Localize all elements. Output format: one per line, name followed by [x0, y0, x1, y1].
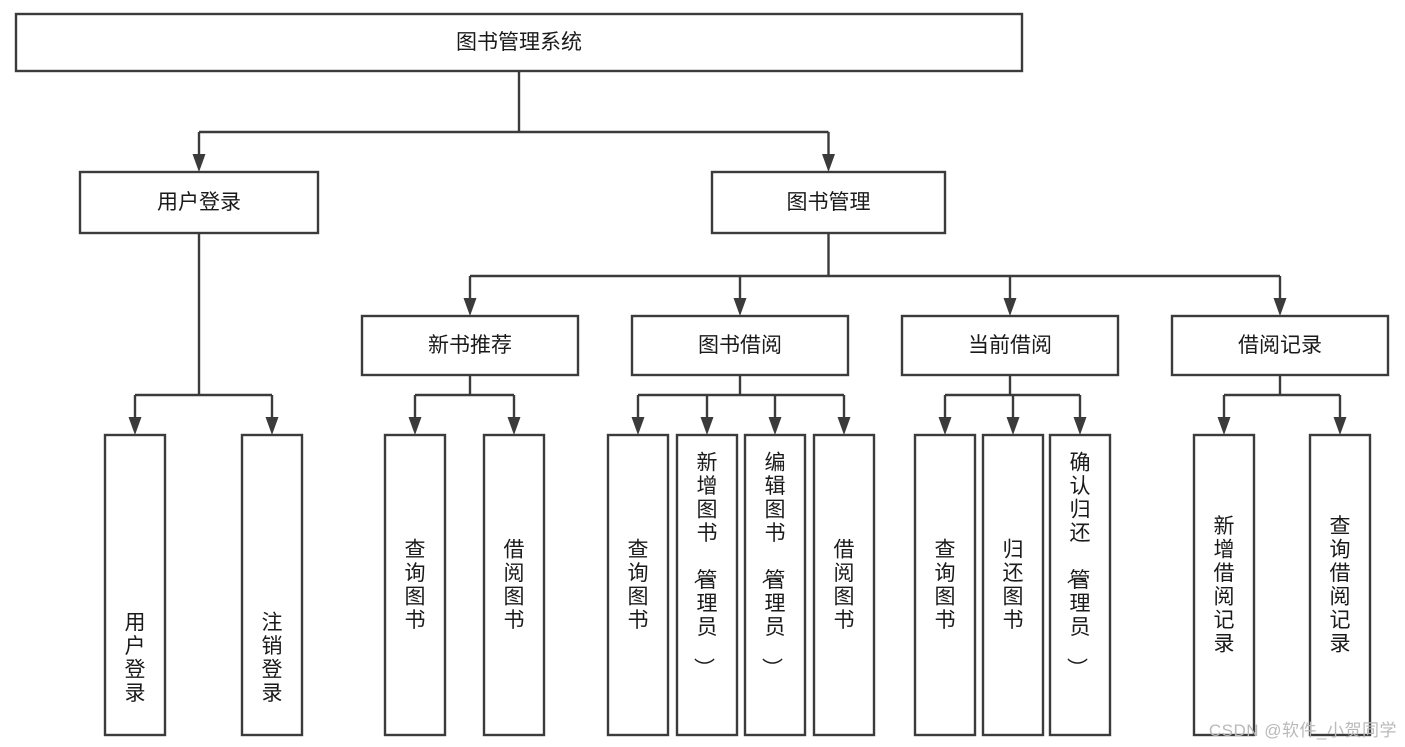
node-label: 查询借阅记录: [1330, 515, 1351, 656]
node-layer: 图书管理系统用户登录图书管理新书推荐图书借阅当前借阅借阅记录用户登录注销登录查询…: [14, 12, 1390, 737]
node-box[interactable]: [14, 12, 1024, 73]
node-box[interactable]: [1170, 314, 1390, 377]
node-leaf-borrow-book-1[interactable]: 借阅图书: [482, 433, 546, 737]
node-leaf-query-book-1[interactable]: 查询图书: [383, 433, 447, 737]
node-borrow-record[interactable]: 借阅记录: [1170, 314, 1390, 377]
node-label: 查询图书: [405, 538, 426, 632]
node-leaf-borrow-book-2[interactable]: 借阅图书: [812, 433, 876, 737]
node-box[interactable]: [482, 433, 546, 737]
node-label: 借阅记录: [1238, 334, 1322, 357]
node-new-book-recommend[interactable]: 新书推荐: [360, 314, 580, 377]
node-leaf-user-login[interactable]: 用户登录: [103, 433, 167, 737]
node-label: 图书管理系统: [456, 31, 582, 54]
node-box[interactable]: [1308, 433, 1372, 737]
node-box[interactable]: [383, 433, 447, 737]
node-label: 编辑图书（管理员）: [760, 451, 786, 678]
node-box[interactable]: [900, 314, 1120, 377]
node-label: 借阅图书: [834, 538, 855, 632]
node-box[interactable]: [981, 433, 1045, 737]
node-box[interactable]: [1048, 433, 1112, 737]
node-box[interactable]: [103, 433, 167, 737]
node-leaf-add-book[interactable]: 新增图书（管理员）: [675, 433, 739, 737]
node-book-manage[interactable]: 图书管理: [710, 170, 947, 235]
node-label: 借阅图书: [504, 538, 525, 632]
node-user-login[interactable]: 用户登录: [78, 170, 320, 235]
node-leaf-query-book-3[interactable]: 查询图书: [913, 433, 977, 737]
connector-group: [938, 375, 1087, 435]
connector-group: [463, 233, 1287, 316]
node-box[interactable]: [360, 314, 580, 377]
node-label: 注销登录: [262, 611, 283, 705]
node-label: 图书借阅: [698, 334, 782, 357]
node-book-borrow[interactable]: 图书借阅: [630, 314, 850, 377]
node-label: 图书管理: [787, 191, 871, 214]
node-box[interactable]: [913, 433, 977, 737]
connector-group: [408, 375, 521, 435]
node-box[interactable]: [812, 433, 876, 737]
node-leaf-add-record[interactable]: 新增借阅记录: [1192, 433, 1256, 737]
connector-group: [128, 233, 279, 435]
watermark-label: CSDN @软件_小贺同学: [1208, 721, 1397, 740]
node-box[interactable]: [78, 170, 320, 235]
connector-group: [1217, 375, 1347, 435]
node-label: 归还图书: [1003, 538, 1024, 632]
node-leaf-query-book-2[interactable]: 查询图书: [606, 433, 670, 737]
node-label: 查询图书: [935, 538, 956, 632]
connector-layer: [128, 71, 1347, 435]
connector-group: [631, 375, 851, 435]
node-label: 新增图书（管理员）: [692, 451, 718, 678]
node-current-borrow[interactable]: 当前借阅: [900, 314, 1120, 377]
node-leaf-confirm-return[interactable]: 确认归还（管理员）: [1048, 433, 1112, 737]
node-label: 新书推荐: [428, 334, 512, 357]
node-leaf-return-book[interactable]: 归还图书: [981, 433, 1045, 737]
node-label: 用户登录: [157, 191, 241, 214]
node-box[interactable]: [710, 170, 947, 235]
node-box[interactable]: [240, 433, 304, 737]
node-leaf-edit-book[interactable]: 编辑图书（管理员）: [743, 433, 807, 737]
node-box[interactable]: [675, 433, 739, 737]
node-root[interactable]: 图书管理系统: [14, 12, 1024, 73]
node-label: 用户登录: [125, 611, 146, 705]
node-box[interactable]: [1192, 433, 1256, 737]
node-leaf-query-record[interactable]: 查询借阅记录: [1308, 433, 1372, 737]
node-box[interactable]: [630, 314, 850, 377]
node-label: 当前借阅: [968, 334, 1052, 357]
node-label: 查询图书: [628, 538, 649, 632]
node-label: 确认归还（管理员）: [1065, 451, 1091, 678]
connector-group: [192, 71, 835, 172]
node-label: 新增借阅记录: [1214, 515, 1235, 656]
node-box[interactable]: [606, 433, 670, 737]
node-leaf-logout[interactable]: 注销登录: [240, 433, 304, 737]
node-box[interactable]: [743, 433, 807, 737]
